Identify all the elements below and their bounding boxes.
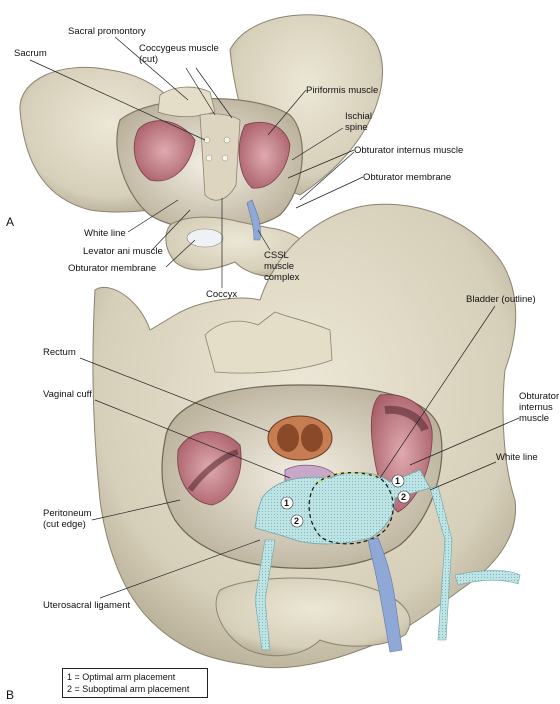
legend-box: 1 = Optimal arm placement 2 = Suboptimal… bbox=[62, 668, 208, 698]
label-obturator-membrane-left: Obturator membrane bbox=[68, 263, 156, 274]
mesh-arm-right bbox=[429, 485, 453, 641]
label-uterosacral: Uterosacral ligament bbox=[43, 600, 130, 611]
mesh-arm-far-right bbox=[454, 570, 521, 586]
label-coccyx: Coccyx bbox=[206, 289, 237, 300]
label-obturator-membrane-right: Obturator membrane bbox=[363, 172, 451, 183]
bladder-outline bbox=[308, 472, 394, 545]
label-peritoneum: Peritoneum(cut edge) bbox=[43, 508, 92, 530]
labels-panel-b: Bladder (outline) Rectum Vaginal cuff Ob… bbox=[43, 294, 559, 611]
label-coccygeus: Coccygeus muscle(cut) bbox=[139, 43, 219, 65]
right-muscle-field-a bbox=[238, 121, 291, 189]
sacrum-column bbox=[199, 113, 241, 201]
marker-two-right: 2 bbox=[401, 492, 406, 502]
sacral-promontory-shape bbox=[157, 86, 216, 117]
label-obturator-internus-a: Obturator internus muscle bbox=[354, 145, 463, 156]
mesh-arm-left bbox=[254, 539, 276, 651]
cssl-ligament-a bbox=[246, 199, 261, 241]
label-levator-ani: Levator ani muscle bbox=[83, 246, 163, 257]
label-rectum: Rectum bbox=[43, 347, 76, 358]
label-white-line-b: White line bbox=[496, 452, 538, 463]
legend-suboptimal: 2 = Suboptimal arm placement bbox=[67, 684, 190, 694]
label-piriformis: Piriformis muscle bbox=[306, 85, 378, 96]
label-white-line-a: White line bbox=[84, 228, 126, 239]
panel-b-figure bbox=[92, 203, 521, 669]
panel-a-figure bbox=[19, 14, 383, 278]
marker-one-right: 1 bbox=[395, 476, 400, 486]
marker-one-left: 1 bbox=[284, 498, 289, 508]
cssl-ligament-b bbox=[367, 537, 403, 653]
marker-two-left: 2 bbox=[294, 516, 299, 526]
rectum-shape bbox=[267, 415, 333, 461]
panel-label-b: B bbox=[6, 688, 14, 702]
label-bladder: Bladder (outline) bbox=[466, 294, 536, 305]
legend-optimal: 1 = Optimal arm placement bbox=[67, 672, 176, 682]
arm-markers bbox=[280, 474, 411, 528]
left-obturator-membrane bbox=[186, 228, 224, 248]
labels-panel-a: Sacral promontory Coccygeus muscle(cut) … bbox=[14, 26, 463, 300]
label-sacrum: Sacrum bbox=[14, 48, 47, 59]
label-sacral-promontory: Sacral promontory bbox=[68, 26, 146, 37]
label-vaginal-cuff: Vaginal cuff bbox=[43, 389, 92, 400]
panel-label-a: A bbox=[6, 215, 14, 229]
sacral-promontory-b bbox=[204, 311, 333, 374]
